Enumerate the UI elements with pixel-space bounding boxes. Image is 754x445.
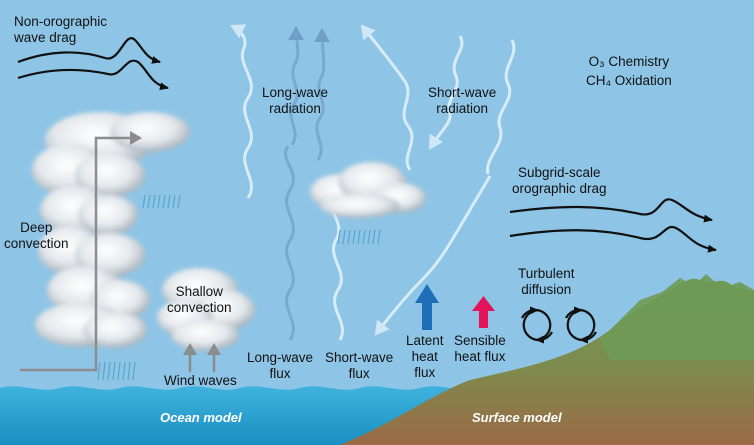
label-line: convection xyxy=(167,300,232,316)
label-line: diffusion xyxy=(518,282,575,298)
sensible-heat-arrow xyxy=(472,296,495,328)
label-line: Latent xyxy=(406,333,444,349)
long-wave-flux-label: Long-wave flux xyxy=(247,350,313,382)
ocean-model-label: Ocean model xyxy=(160,410,242,426)
chemistry-label: O₃ Chemistry CH₄ Oxidation xyxy=(586,54,672,89)
short-wave-radiation-label: Short-wave radiation xyxy=(428,85,496,117)
label-line: radiation xyxy=(428,101,496,117)
wind-waves-label: Wind waves xyxy=(164,373,237,389)
subgrid-orographic-drag-label: Subgrid-scale orographic drag xyxy=(512,165,607,197)
label-line: heat xyxy=(406,349,444,365)
turbulent-diffusion-icons xyxy=(522,310,596,340)
long-wave-radiation-label: Long-wave radiation xyxy=(262,85,328,117)
surface-model-label: Surface model xyxy=(472,410,562,426)
label-line: Deep xyxy=(4,220,69,236)
label-line: Short-wave xyxy=(428,85,496,101)
label-line: Short-wave xyxy=(325,350,393,366)
non-orographic-wave-drag-label: Non-orographic wave drag xyxy=(14,14,107,46)
label-line: Non-orographic xyxy=(14,14,107,30)
o3-chemistry-text: O₃ Chemistry xyxy=(586,54,672,70)
label-line: Subgrid-scale xyxy=(512,165,607,181)
label-line: Shallow xyxy=(167,284,232,300)
latent-heat-arrow xyxy=(415,284,439,330)
mountain xyxy=(600,274,754,360)
short-wave-flux-label: Short-wave flux xyxy=(325,350,393,382)
sensible-heat-flux-label: Sensible heat flux xyxy=(454,333,506,365)
middle-rain xyxy=(338,230,380,244)
deep-convection-label: Deep convection xyxy=(4,220,69,252)
label-line: flux xyxy=(325,366,393,382)
label-line: Long-wave xyxy=(247,350,313,366)
label-line: radiation xyxy=(262,101,328,117)
orographic-drag-arrows xyxy=(510,199,716,250)
shallow-convection-label: Shallow convection xyxy=(167,284,232,316)
label-line: flux xyxy=(247,366,313,382)
label-line: Sensible xyxy=(454,333,506,349)
ch4-oxidation-text: CH₄ Oxidation xyxy=(586,73,672,89)
latent-heat-flux-label: Latent heat flux xyxy=(406,333,444,381)
label-line: orographic drag xyxy=(512,181,607,197)
turbulent-diffusion-label: Turbulent diffusion xyxy=(518,266,575,298)
label-line: Long-wave xyxy=(262,85,328,101)
label-line: convection xyxy=(4,236,69,252)
long-wave-outgoing xyxy=(232,26,324,340)
label-line: heat flux xyxy=(454,349,506,365)
label-line: flux xyxy=(406,365,444,381)
label-line: wave drag xyxy=(14,30,107,46)
label-line: Turbulent xyxy=(518,266,575,282)
